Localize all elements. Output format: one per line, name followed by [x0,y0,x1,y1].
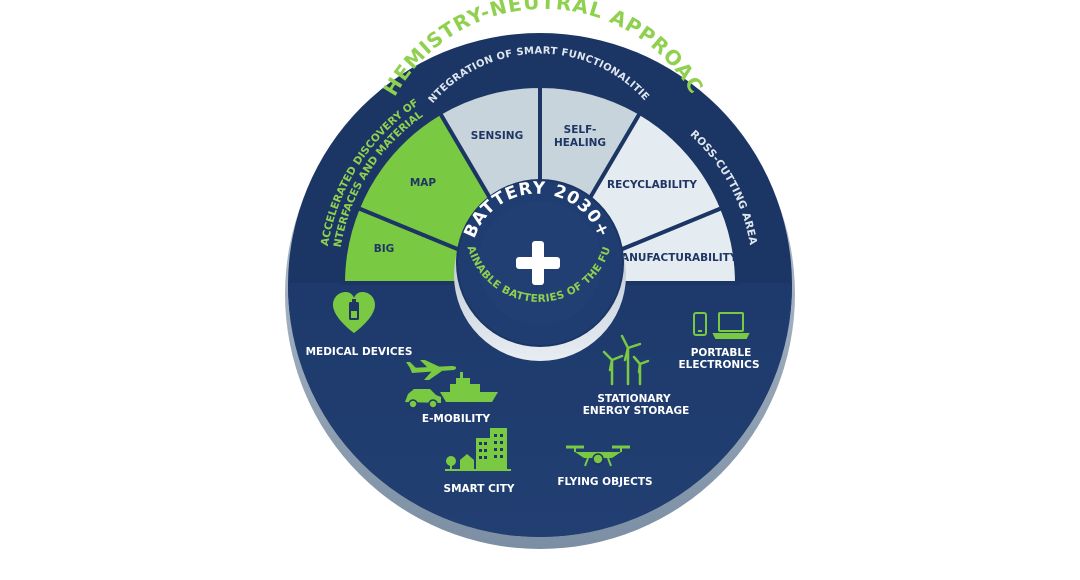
drone-icon [566,445,630,467]
city-windows [479,434,503,459]
segment-big-label: BIG [374,243,395,255]
wind-turbine-icon [602,334,650,386]
heart-battery-icon [333,292,375,333]
segment-self-healing-label-1: SELF- [564,124,597,136]
wheel-lower-half [288,283,792,537]
phone-icon [693,312,707,336]
flying-objects-label: FLYING OBJECTS [557,476,652,488]
segment-self-healing-label-2: HEALING [554,137,606,149]
smart-city-label: SMART CITY [444,483,515,495]
portable-electronics-label-1: PORTABLE [691,347,752,359]
segment-manufacturability-label: MANUFACTURABILITY [611,252,738,264]
ship-icon [440,372,498,402]
e-mobility-label: E-MOBILITY [422,413,491,425]
segment-sensing-label: SENSING [471,130,523,142]
laptop-icon [712,312,750,339]
medical-devices-label: MEDICAL DEVICES [306,346,413,358]
city-buildings-icon [445,428,511,471]
stationary-storage-label-1: STATIONARY [597,393,671,405]
segment-recyclability-label: RECYCLABILITY [607,179,697,191]
airplane-icon [406,360,457,380]
car-icon [405,389,441,409]
portable-electronics-label-2: ELECTRONICS [678,359,759,371]
segment-map-label: MAP [410,177,437,189]
plus-icon [516,241,560,285]
stationary-storage-label-2: ENERGY STORAGE [583,405,690,417]
